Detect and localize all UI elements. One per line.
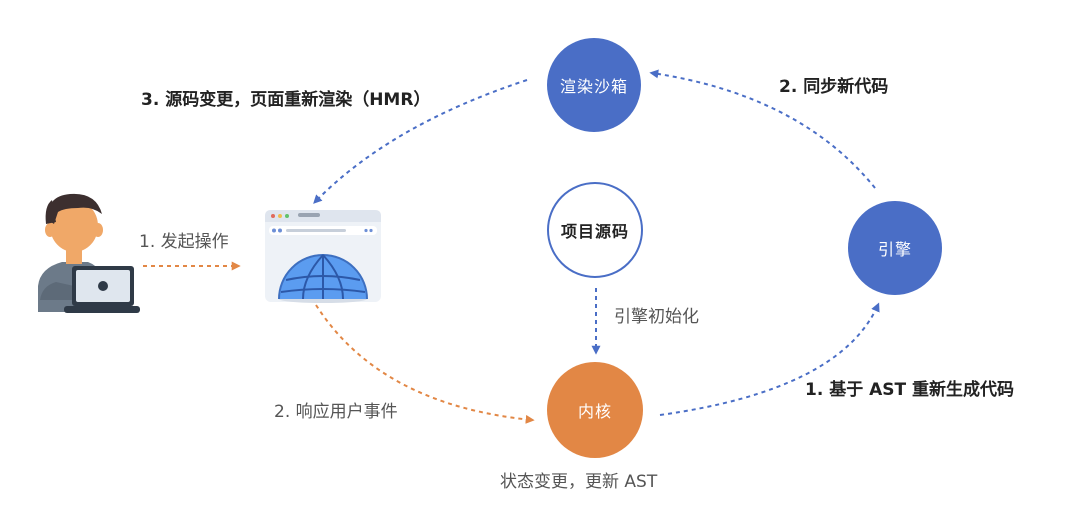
arrow-engine-to-sandbox [649, 69, 876, 189]
label-respond-event: 2. 响应用户事件 [274, 402, 398, 422]
node-engine: 引擎 [848, 201, 942, 295]
label-engine-init: 引擎初始化 [614, 307, 699, 327]
label-sync: 2. 同步新代码 [779, 77, 889, 97]
arrow-sandbox-to-browser [313, 79, 528, 204]
label-regenerate: 1. 基于 AST 重新生成代码 [805, 380, 1015, 400]
node-source-label: 项目源码 [560, 222, 629, 241]
label-state-change: 状态变更，更新 AST [500, 472, 658, 492]
node-source: 项目源码 [547, 182, 643, 278]
label-user-action: 1. 发起操作 [139, 232, 229, 252]
node-kernel: 内核 [547, 362, 643, 458]
node-engine-label: 引擎 [877, 240, 912, 259]
node-kernel-label: 内核 [577, 402, 612, 421]
label-hmr: 3. 源码变更，页面重新渲染（HMR） [141, 90, 431, 110]
node-sandbox: 渲染沙箱 [547, 38, 641, 132]
node-sandbox-label: 渲染沙箱 [559, 77, 628, 96]
